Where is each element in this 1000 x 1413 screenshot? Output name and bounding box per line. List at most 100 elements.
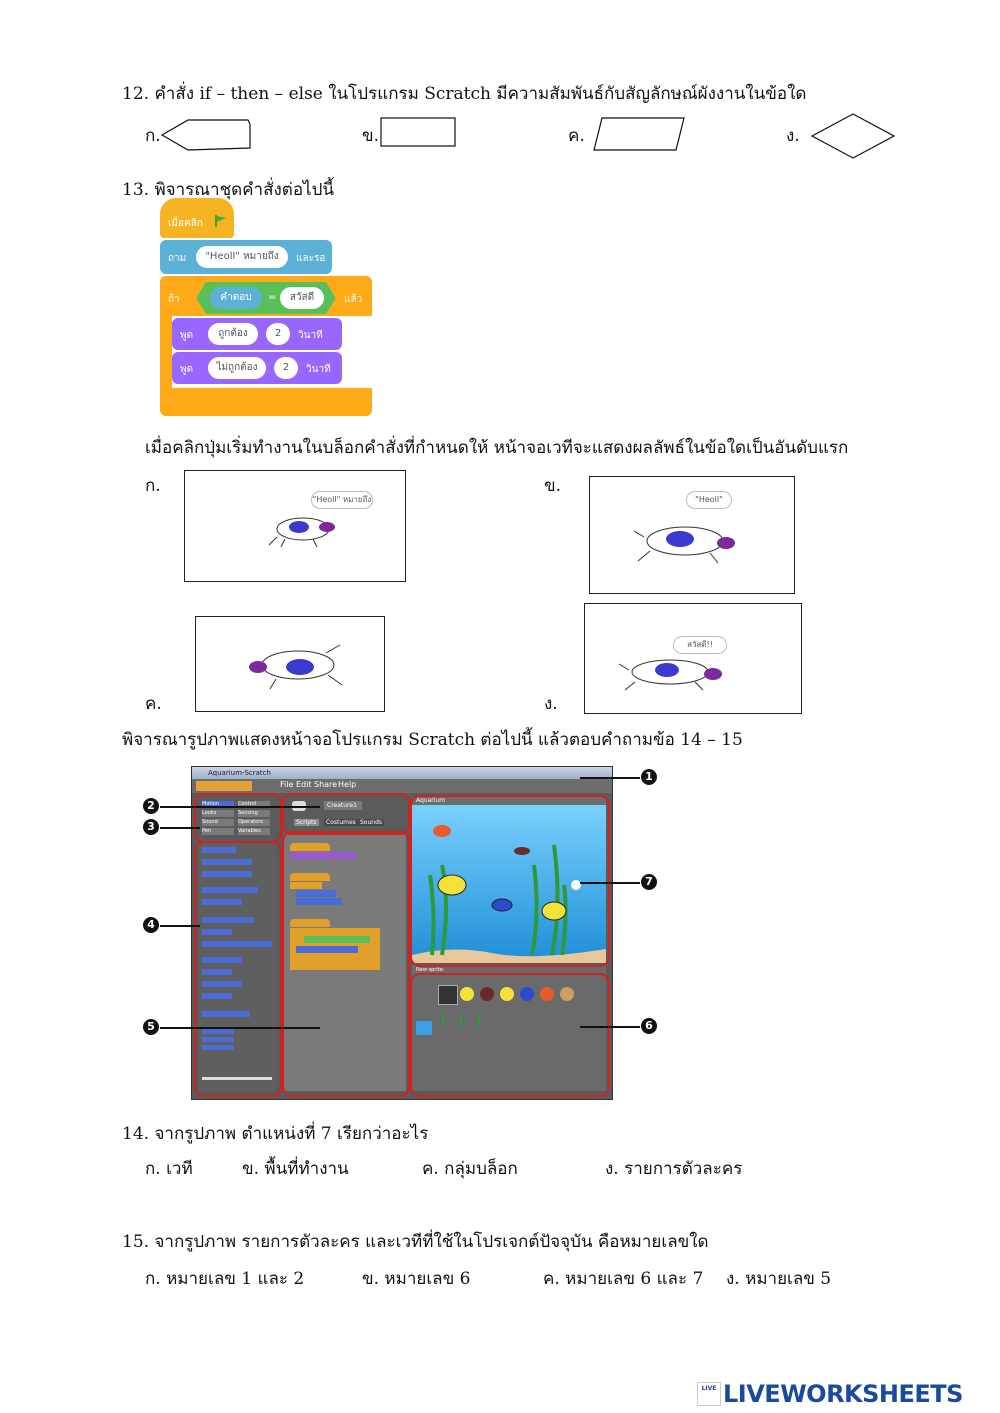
dog-sprite-icon [249, 644, 343, 690]
when-flag-clicked-block: เมื่อคลิก [160, 198, 234, 238]
new-sprite-label: New sprite: [416, 967, 445, 973]
say1-label: พูด [180, 330, 194, 341]
category-motion[interactable]: Motion [202, 801, 234, 808]
category-sensing[interactable]: Sensing [238, 810, 270, 817]
callout-arrow-7 [580, 882, 640, 884]
q14-option-a[interactable]: ก. เวที [145, 1159, 193, 1179]
q12-option-b-label: ข. [362, 126, 380, 146]
dog-sprite-icon [618, 659, 722, 691]
sprite-thumb[interactable] [540, 987, 554, 1001]
q13-option-d-label: ง. [544, 694, 558, 714]
green-flag-icon [215, 215, 226, 227]
q14-option-b[interactable]: ข. พื้นที่ทำงาน [242, 1159, 349, 1179]
highlight-sprite-info [282, 793, 410, 835]
callout-5: 5 [143, 1019, 159, 1035]
highlight-sprite-list [410, 973, 610, 1097]
callout-arrow-3 [160, 827, 200, 829]
callout-2: 2 [143, 798, 159, 814]
say-incorrect-block: พูด ไม่ถูกต้อง 2 วินาที [172, 352, 342, 384]
q15-option-b[interactable]: ข. หมายเลข 6 [362, 1269, 471, 1289]
category-sound[interactable]: Sound [202, 819, 234, 826]
scratch-stage: Aquarium [412, 797, 606, 963]
category-looks[interactable]: Looks [202, 810, 234, 817]
sprite-list: New sprite: [412, 965, 606, 1091]
q12-question: 12. คำสั่ง if – then – else ในโปรแกรม Sc… [122, 84, 807, 104]
flowchart-decision-symbol [810, 113, 896, 159]
callout-arrow-4 [160, 925, 200, 927]
sprite-thumb[interactable] [460, 987, 474, 1001]
say2-seconds-pill: 2 [274, 357, 298, 379]
speech-bubble-b: "Heoll" [686, 491, 732, 509]
window-title-bar: Aquarium-Scratch [192, 767, 612, 779]
then-label: แล้ว [344, 294, 363, 305]
menu-share[interactable]: Share [314, 780, 338, 789]
if-label: ถ้า [168, 294, 180, 305]
say1-seconds-pill: 2 [266, 323, 290, 345]
stage-option-c [195, 616, 385, 712]
speech-bubble-a: "Heoll" หมายถึง [311, 491, 373, 509]
flowchart-display-symbol [160, 119, 251, 151]
category-variables[interactable]: Variables [238, 828, 270, 835]
scripts-area [284, 833, 406, 1091]
dog-sprite-icon [633, 526, 735, 564]
callout-arrow-5 [160, 1027, 320, 1029]
ask-and-wait-block: ถาม "Heoll" หมายถึง และรอ [160, 240, 332, 274]
q13-question: 13. พิจารณาชุดคำสั่งต่อไปนี้ [122, 180, 334, 200]
callout-arrow-2 [160, 806, 320, 808]
callout-arrow-6 [580, 1026, 640, 1028]
ask-text-pill: "Heoll" หมายถึง [196, 246, 288, 268]
q13-option-c-label: ค. [145, 694, 162, 714]
stage-option-d: สวัสดี!! [584, 603, 802, 714]
callout-7: 7 [641, 874, 657, 890]
menu-bar: File Edit Share Help [192, 779, 612, 793]
q14-option-c[interactable]: ค. กลุ่มบล็อก [422, 1159, 518, 1179]
stage-title: Aquarium [412, 797, 606, 805]
say2-text-pill: ไม่ถูกต้อง [208, 357, 266, 379]
say1-text-pill: ถูกต้อง [208, 323, 258, 345]
answer-reporter: คำตอบ [210, 287, 262, 309]
sprite-thumb[interactable] [438, 985, 458, 1005]
flowchart-process-symbol [380, 117, 456, 147]
q13-prompt: เมื่อคลิกปุ่มเริ่มทำงานในบล็อกคำสั่งที่ก… [145, 438, 849, 458]
callout-4: 4 [143, 917, 159, 933]
dog-sprite-icon [268, 517, 335, 548]
sprite-thumb[interactable] [560, 987, 574, 1001]
callout-arrow-1 [580, 777, 640, 779]
sprite-thumb[interactable] [520, 987, 534, 1001]
sprite-thumb[interactable] [500, 987, 514, 1001]
q15-option-c[interactable]: ค. หมายเลข 6 และ 7 [543, 1269, 704, 1289]
equals-sign: = [268, 292, 277, 303]
tab-scripts[interactable]: Scripts [294, 819, 319, 826]
q13-option-b-label: ข. [544, 476, 562, 496]
callout-1: 1 [641, 769, 657, 785]
ask-wait-label: และรอ [296, 253, 326, 264]
sprite-name-field[interactable]: Creature1 [324, 801, 362, 810]
flowchart-io-symbol [593, 117, 685, 151]
aquarium-scene [412, 825, 606, 963]
category-control[interactable]: Control [238, 801, 270, 808]
say2-label: พูด [180, 364, 194, 375]
scratch-script: เมื่อคลิก ถาม "Heoll" หมายถึง และรอ ถ้า … [158, 196, 376, 418]
tab-costumes[interactable]: Costumes [324, 819, 358, 826]
say2-unit: วินาที [306, 364, 331, 375]
q13-option-a-label: ก. [145, 476, 161, 496]
q15-option-a[interactable]: ก. หมายเลข 1 และ 2 [145, 1269, 305, 1289]
q14-option-d[interactable]: ง. รายการตัวละคร [605, 1159, 743, 1179]
menu-file[interactable]: File [280, 780, 294, 789]
q15-question: 15. จากรูปภาพ รายการตัวละคร และเวทีที่ใช… [122, 1232, 709, 1252]
q12-option-c-label: ค. [568, 126, 585, 146]
menu-help[interactable]: Help [338, 780, 357, 789]
menu-edit[interactable]: Edit [296, 780, 312, 789]
tab-sounds[interactable]: Sounds [358, 819, 385, 826]
stage-thumb[interactable] [416, 1021, 432, 1035]
scratch-logo [196, 781, 252, 791]
liveworksheets-logo[interactable]: LIVE LIVEWORKSHEETS [697, 1380, 993, 1408]
q12-option-a-label: ก. [145, 126, 161, 146]
category-operators[interactable]: Operators [238, 819, 270, 826]
logo-mark: LIVE [697, 1382, 721, 1406]
category-pen[interactable]: Pen [202, 828, 234, 835]
logo-text: LIVEWORKSHEETS [723, 1380, 963, 1408]
equals-condition: คำตอบ = สวัสดี [196, 282, 336, 314]
sprite-thumb[interactable] [480, 987, 494, 1001]
q15-option-d[interactable]: ง. หมายเลข 5 [726, 1269, 832, 1289]
